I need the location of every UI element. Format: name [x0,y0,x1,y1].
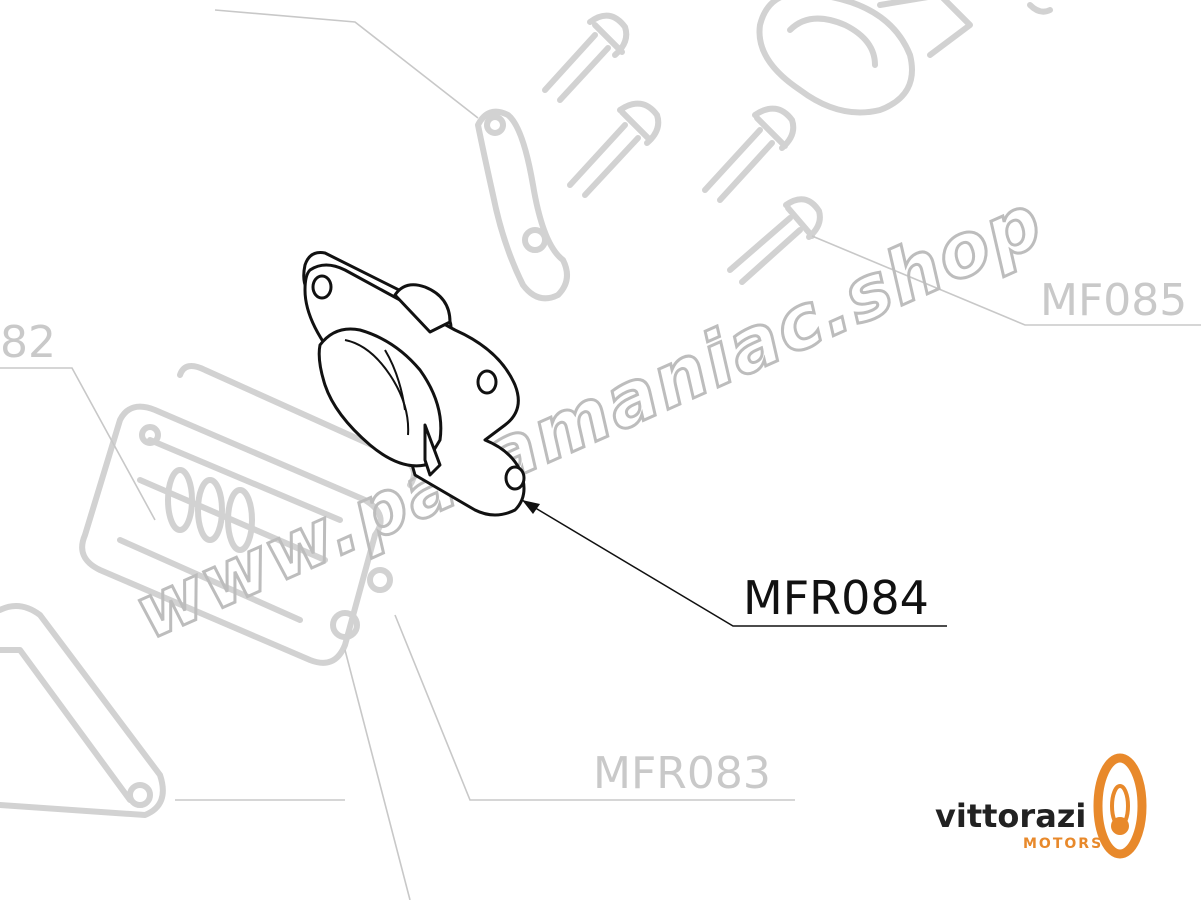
ghost-leader-top [214,9,479,119]
ghost-bolt-3 [702,105,797,203]
ghost-leader-right [811,235,1201,326]
ghost-label-left: 82 [0,317,56,368]
ghost-leader-bottom-3 [344,649,411,900]
intake-manifold-part [302,251,526,517]
brand-emblem-icon [1093,753,1147,859]
brand-sub: MOTORS [1023,836,1103,852]
ghost-bracket [475,108,570,302]
part-leader-arrow [522,500,540,514]
ghost-leader-bottom [394,614,795,801]
bolt-hole-2 [476,369,498,395]
ghost-bolt-1 [542,12,630,103]
vittorazi-logo: vittorazi MOTORS [935,753,1147,859]
ghost-label-right: MF085 [1040,275,1187,326]
bolt-hole-3 [504,465,526,491]
ghost-reed-valve [79,363,417,666]
ghost-leader-left [0,367,156,521]
bolt-hole-1 [311,274,333,300]
ghost-label-bottom: MFR083 [593,748,771,799]
ghost-gasket [0,603,166,818]
ghost-bolt-2 [567,100,662,198]
part-number-label: MFR084 [743,571,929,625]
part-leader-line [521,499,947,627]
ghost-housing [756,0,1053,116]
ghost-bolt-4 [727,196,823,285]
brand-name: vittorazi [935,797,1086,835]
